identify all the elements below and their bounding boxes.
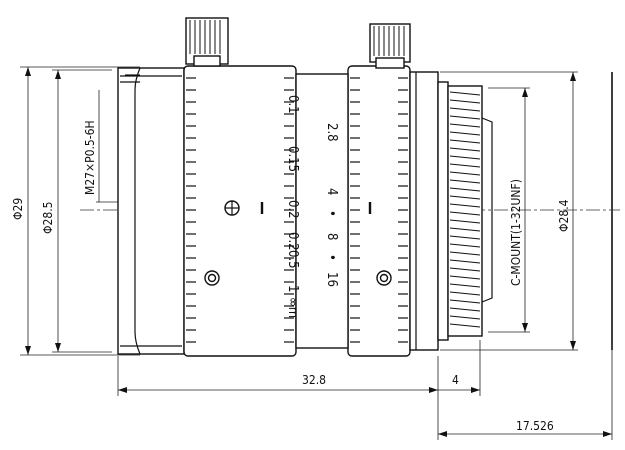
focus-scale-label: ∞m (285, 297, 300, 318)
drawing-line (449, 307, 481, 312)
dim-thread-front: M27×P0.5-6H (83, 120, 97, 195)
aperture-dot: • (324, 210, 339, 217)
dimension-labels: Φ29 Φ28.5 M27×P0.5-6H 32.8 4 17.526 C-MO… (11, 120, 571, 433)
drawing-line (449, 99, 481, 104)
drawing-line (449, 283, 481, 288)
focus-scale-label: 1 (285, 285, 300, 292)
drawing-line (449, 107, 481, 112)
aperture-scale-label: 2.8 (324, 123, 339, 142)
focus-scale: 0.1 0.15 0.2 0.2 0.5 1 ∞m (285, 95, 300, 318)
drawing-line (449, 171, 481, 176)
focus-scale-label: 0.15 (285, 146, 300, 172)
dim-17-526: 17.526 (516, 419, 554, 433)
drawing-line (449, 267, 481, 272)
c-mount-thread (437, 81, 493, 341)
lens-body (117, 65, 439, 357)
dim-phi28-4: Φ28.4 (557, 199, 571, 232)
drawing-line (449, 195, 481, 200)
dimension-lines (20, 66, 613, 440)
focus-scale-label: 0.2 (285, 200, 300, 219)
aperture-scale-label: 4 (324, 188, 339, 195)
focus-scale-label: 0.2 (285, 232, 300, 251)
drawing-line (449, 123, 481, 128)
drawing-line (449, 179, 481, 184)
dim-c-mount: C-MOUNT(1-32UNF) (509, 179, 523, 286)
focus-scale-label: 0.5 (285, 250, 300, 269)
drawing-line (449, 291, 481, 296)
dim-phi28-5: Φ28.5 (41, 201, 55, 234)
drawing-line (449, 251, 481, 256)
aperture-lock-screw (369, 23, 411, 69)
aperture-scale: 2.8 4 • 8 • 16 (324, 123, 339, 287)
drawing-line (449, 163, 481, 168)
drawing-line (449, 187, 481, 192)
drawing-line (449, 139, 481, 144)
drawing-line (449, 91, 481, 96)
drawing-line (449, 315, 481, 320)
aperture-scale-label: 8 (324, 233, 339, 240)
aperture-scale-label: 16 (324, 272, 339, 287)
drawing-line (449, 275, 481, 280)
dim-phi29: Φ29 (11, 198, 25, 220)
drawing-line (449, 243, 481, 248)
aperture-dot: • (324, 254, 339, 261)
drawing-line (449, 299, 481, 304)
drawing-line (449, 203, 481, 208)
drawing-line (449, 115, 481, 120)
drawing-line (449, 235, 481, 240)
drawing-line (449, 323, 481, 328)
grip-ribs (186, 77, 408, 343)
drawing-line (449, 147, 481, 152)
index-marks (204, 200, 392, 286)
focus-lock-screw (185, 17, 229, 67)
drawing-line (449, 219, 481, 224)
focus-scale-label: 0.1 (285, 95, 300, 114)
drawing-line (449, 259, 481, 264)
dim-4: 4 (452, 373, 459, 387)
drawing-line (449, 155, 481, 160)
drawing-line (449, 211, 481, 216)
drawing-line (449, 131, 481, 136)
dim-32-8: 32.8 (302, 373, 326, 387)
drawing-line (449, 227, 481, 232)
